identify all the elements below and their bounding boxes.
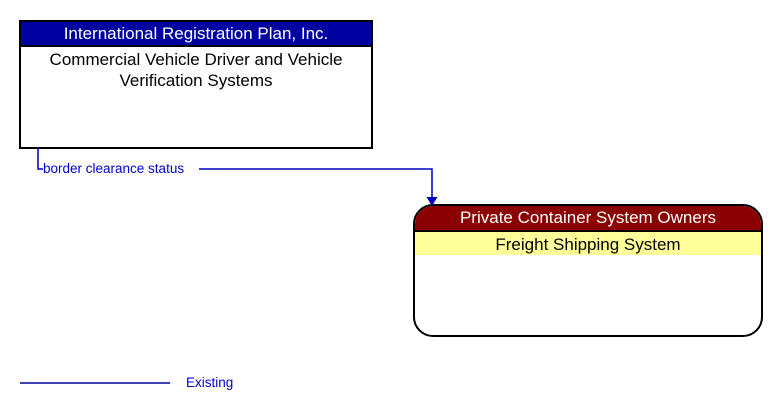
entity-header-pcso: Private Container System Owners [415, 206, 761, 232]
entity-node-pcso[interactable]: Private Container System Owners Freight … [413, 204, 763, 337]
flow-label[interactable]: border clearance status [43, 161, 185, 176]
entity-body-irp: Commercial Vehicle Driver and Vehicle Ve… [21, 47, 371, 91]
entity-node-irp[interactable]: International Registration Plan, Inc. Co… [19, 20, 373, 149]
legend-label-existing: Existing [186, 375, 234, 390]
entity-header-irp: International Registration Plan, Inc. [21, 22, 371, 47]
entity-body-pcso: Freight Shipping System [415, 232, 761, 255]
